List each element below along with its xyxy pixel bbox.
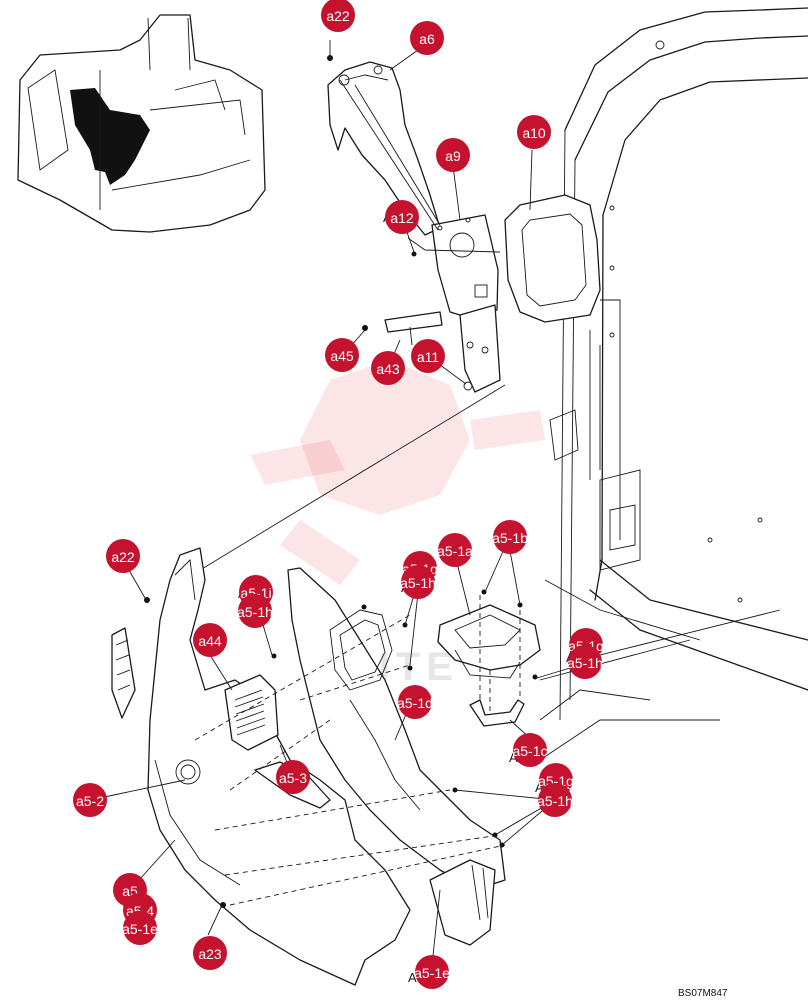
callout-a5-1h-b: a5-1h — [237, 594, 273, 628]
callout-label: a5-1e — [122, 921, 158, 937]
callout-marker — [538, 783, 572, 817]
bolt-a11 — [463, 381, 473, 391]
callout-a10: a10 — [517, 115, 551, 149]
callout-marker — [321, 0, 355, 32]
callout-a5-3: a5-3 — [276, 760, 310, 794]
screw-a22-bottom — [144, 597, 150, 603]
callout-a12: a12 — [385, 200, 419, 234]
callout-marker — [410, 21, 444, 55]
callout-marker — [415, 955, 449, 989]
callout-marker — [411, 339, 445, 373]
bracket-a43 — [384, 311, 443, 346]
callout-label: a5-1h — [567, 655, 603, 671]
callout-label: a11 — [417, 349, 440, 365]
mirror-a10 — [504, 194, 601, 323]
callout-a5-1a: a5-1a — [437, 533, 473, 567]
callout-marker — [401, 565, 435, 599]
panel-a5-1 — [287, 567, 506, 891]
callout-a11: a11 — [411, 339, 445, 373]
callout-a5-2: a5-2 — [73, 783, 107, 817]
callout-marker — [385, 200, 419, 234]
callout-a22-bottom: a22 — [106, 539, 140, 573]
excavator-location-inset — [17, 14, 266, 233]
callout-marker — [517, 115, 551, 149]
callout-label: a5-1a — [437, 543, 473, 559]
callout-label: a9 — [445, 148, 461, 164]
callout-label: a22 — [326, 8, 350, 24]
callout-label: a5-1e — [414, 965, 450, 981]
callout-label: a22 — [111, 549, 135, 565]
callout-marker — [123, 911, 157, 945]
callout-a5-1h-d: a5-1h — [537, 783, 573, 817]
callout-a5-1c: a5-1c — [512, 733, 548, 767]
callout-marker — [398, 685, 432, 719]
callout-a45: a45 — [325, 338, 359, 372]
cup-holder-a5-1a — [437, 604, 541, 679]
callout-marker — [493, 520, 527, 554]
screw-a45 — [362, 325, 368, 331]
callout-a5-1b: a5-1b — [492, 520, 528, 554]
callout-label: a5-1b — [492, 530, 528, 546]
callout-label: a5-1d — [397, 695, 433, 711]
callout-a5-1e-b: a5-1e — [414, 955, 450, 989]
callout-marker — [238, 594, 272, 628]
callout-a43: a43 — [371, 351, 405, 385]
callout-marker — [193, 623, 227, 657]
clip-a5-1h-2 — [361, 604, 367, 610]
svg-text:A: A — [535, 780, 544, 795]
callout-label: a43 — [376, 361, 400, 377]
callout-marker — [325, 338, 359, 372]
callout-marker — [276, 760, 310, 794]
clip-a5-1h-1 — [271, 653, 277, 659]
callout-marker — [513, 733, 547, 767]
watermark-logo — [250, 360, 545, 585]
callout-label: a5-1h — [237, 604, 273, 620]
callout-marker — [438, 533, 472, 567]
screw-a12 — [411, 251, 417, 257]
callout-label: a5-3 — [279, 770, 307, 786]
callout-marker — [568, 645, 602, 679]
callout-a5-1e: a5-1e — [122, 911, 158, 945]
callout-marker — [73, 783, 107, 817]
callout-a5-1d: a5-1d — [397, 685, 433, 719]
callout-label: a6 — [419, 31, 435, 47]
callout-marker — [106, 539, 140, 573]
callout-marker — [193, 936, 227, 970]
callout-a22-top: a22 — [321, 0, 355, 32]
bracket-a5-1e — [429, 859, 496, 946]
callout-label: a23 — [198, 946, 222, 962]
callout-marker — [436, 138, 470, 172]
clip-a5-1g-3 — [532, 674, 538, 680]
clip-a5-1g-2 — [407, 665, 413, 671]
callout-marker — [371, 351, 405, 385]
door-frame — [539, 7, 808, 761]
callout-label: a5-1h — [400, 575, 436, 591]
callout-a5-1h-a: a5-1h — [400, 565, 436, 599]
bracket-a9 — [431, 214, 501, 393]
callout-a6: a6 — [410, 21, 444, 55]
callout-a44: a44 — [193, 623, 227, 657]
callout-label: a5-1c — [512, 743, 547, 759]
callout-a23: a23 — [193, 936, 227, 970]
callout-label: a45 — [330, 348, 354, 364]
bracket-a5-1c — [469, 699, 525, 727]
callout-a9: a9 — [436, 138, 470, 172]
drawing-code: BS07M847 — [678, 988, 728, 999]
callout-a5-1h-c: a5-1h — [567, 645, 603, 679]
callout-label: a44 — [198, 633, 222, 649]
svg-text:A: A — [509, 750, 518, 765]
callout-label: a12 — [390, 210, 414, 226]
svg-text:A: A — [408, 970, 417, 985]
vent-a44 — [224, 674, 279, 751]
grille-left — [111, 627, 136, 719]
callout-label: a10 — [522, 125, 546, 141]
callout-label: a5-2 — [76, 793, 104, 809]
callout-label: a5-1h — [537, 793, 573, 809]
